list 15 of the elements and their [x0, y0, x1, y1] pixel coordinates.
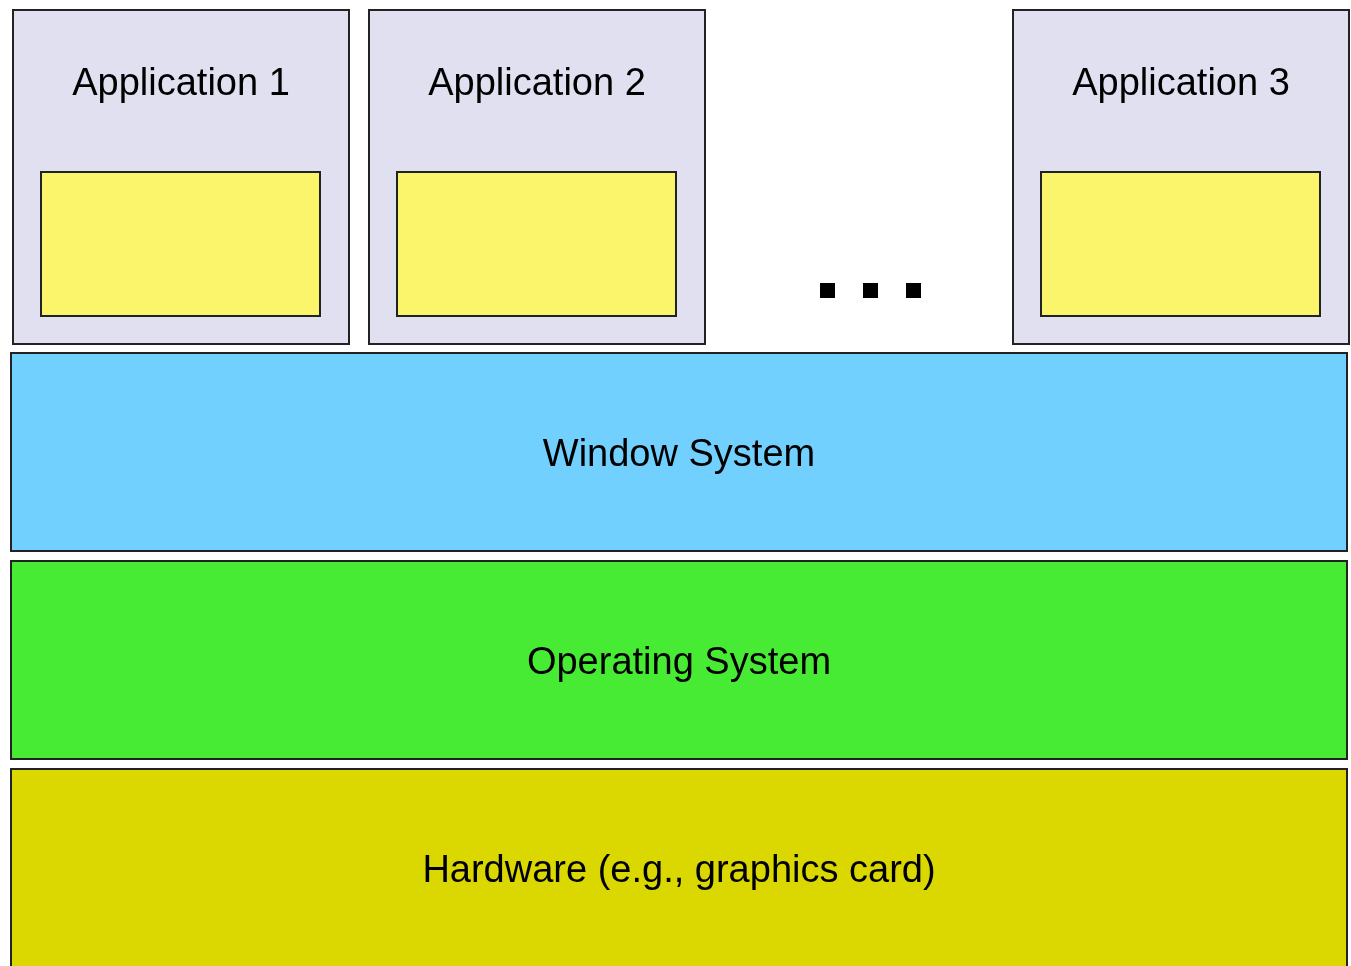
- application-title: Application 1: [71, 61, 291, 104]
- layer-label: Operating System: [525, 640, 833, 683]
- application-title: Application 3: [1071, 61, 1291, 104]
- toolkit-box: [396, 171, 677, 317]
- layer-band: [10, 560, 1348, 760]
- layer-label: Hardware (e.g., graphics card): [421, 848, 937, 891]
- layer-band: [10, 352, 1348, 552]
- application-panel: [368, 9, 706, 345]
- toolkit-box: [1040, 171, 1321, 317]
- layer-band: [10, 768, 1348, 966]
- application-title: Application 2: [427, 61, 647, 104]
- toolkit-box: [40, 171, 321, 317]
- application-panel: [1012, 9, 1350, 345]
- application-panel: [12, 9, 350, 345]
- layer-label: Window System: [541, 432, 817, 475]
